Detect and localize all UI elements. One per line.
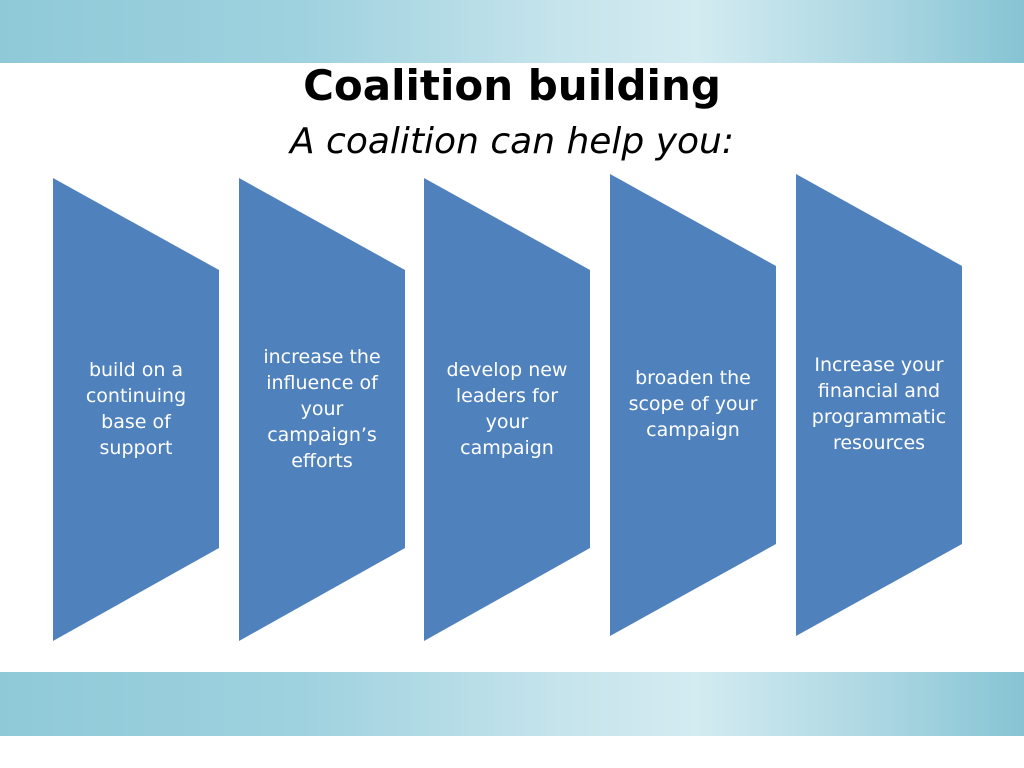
chevron-step-5 [796, 174, 962, 636]
chevron-label-1: build on a continuing base of support [85, 359, 187, 459]
chevron-step-4 [610, 174, 776, 636]
chevron-step-2 [239, 178, 405, 641]
chevron-step-3 [424, 178, 590, 641]
slide-title: Coalition building [303, 61, 721, 110]
chevron-label-3: develop new leaders for your campaign [446, 359, 568, 459]
chevron-label-5: Increase your financial and programmatic… [811, 354, 947, 454]
chevron-step-1 [53, 178, 219, 641]
chevron-label-4: broaden the scope of your campaign [628, 367, 758, 441]
chevron-label-2: increase the influence of your campaign’… [263, 346, 381, 472]
top-banner [0, 0, 1024, 63]
slide-subtitle: A coalition can help you: [289, 121, 734, 162]
bottom-banner [0, 672, 1024, 736]
